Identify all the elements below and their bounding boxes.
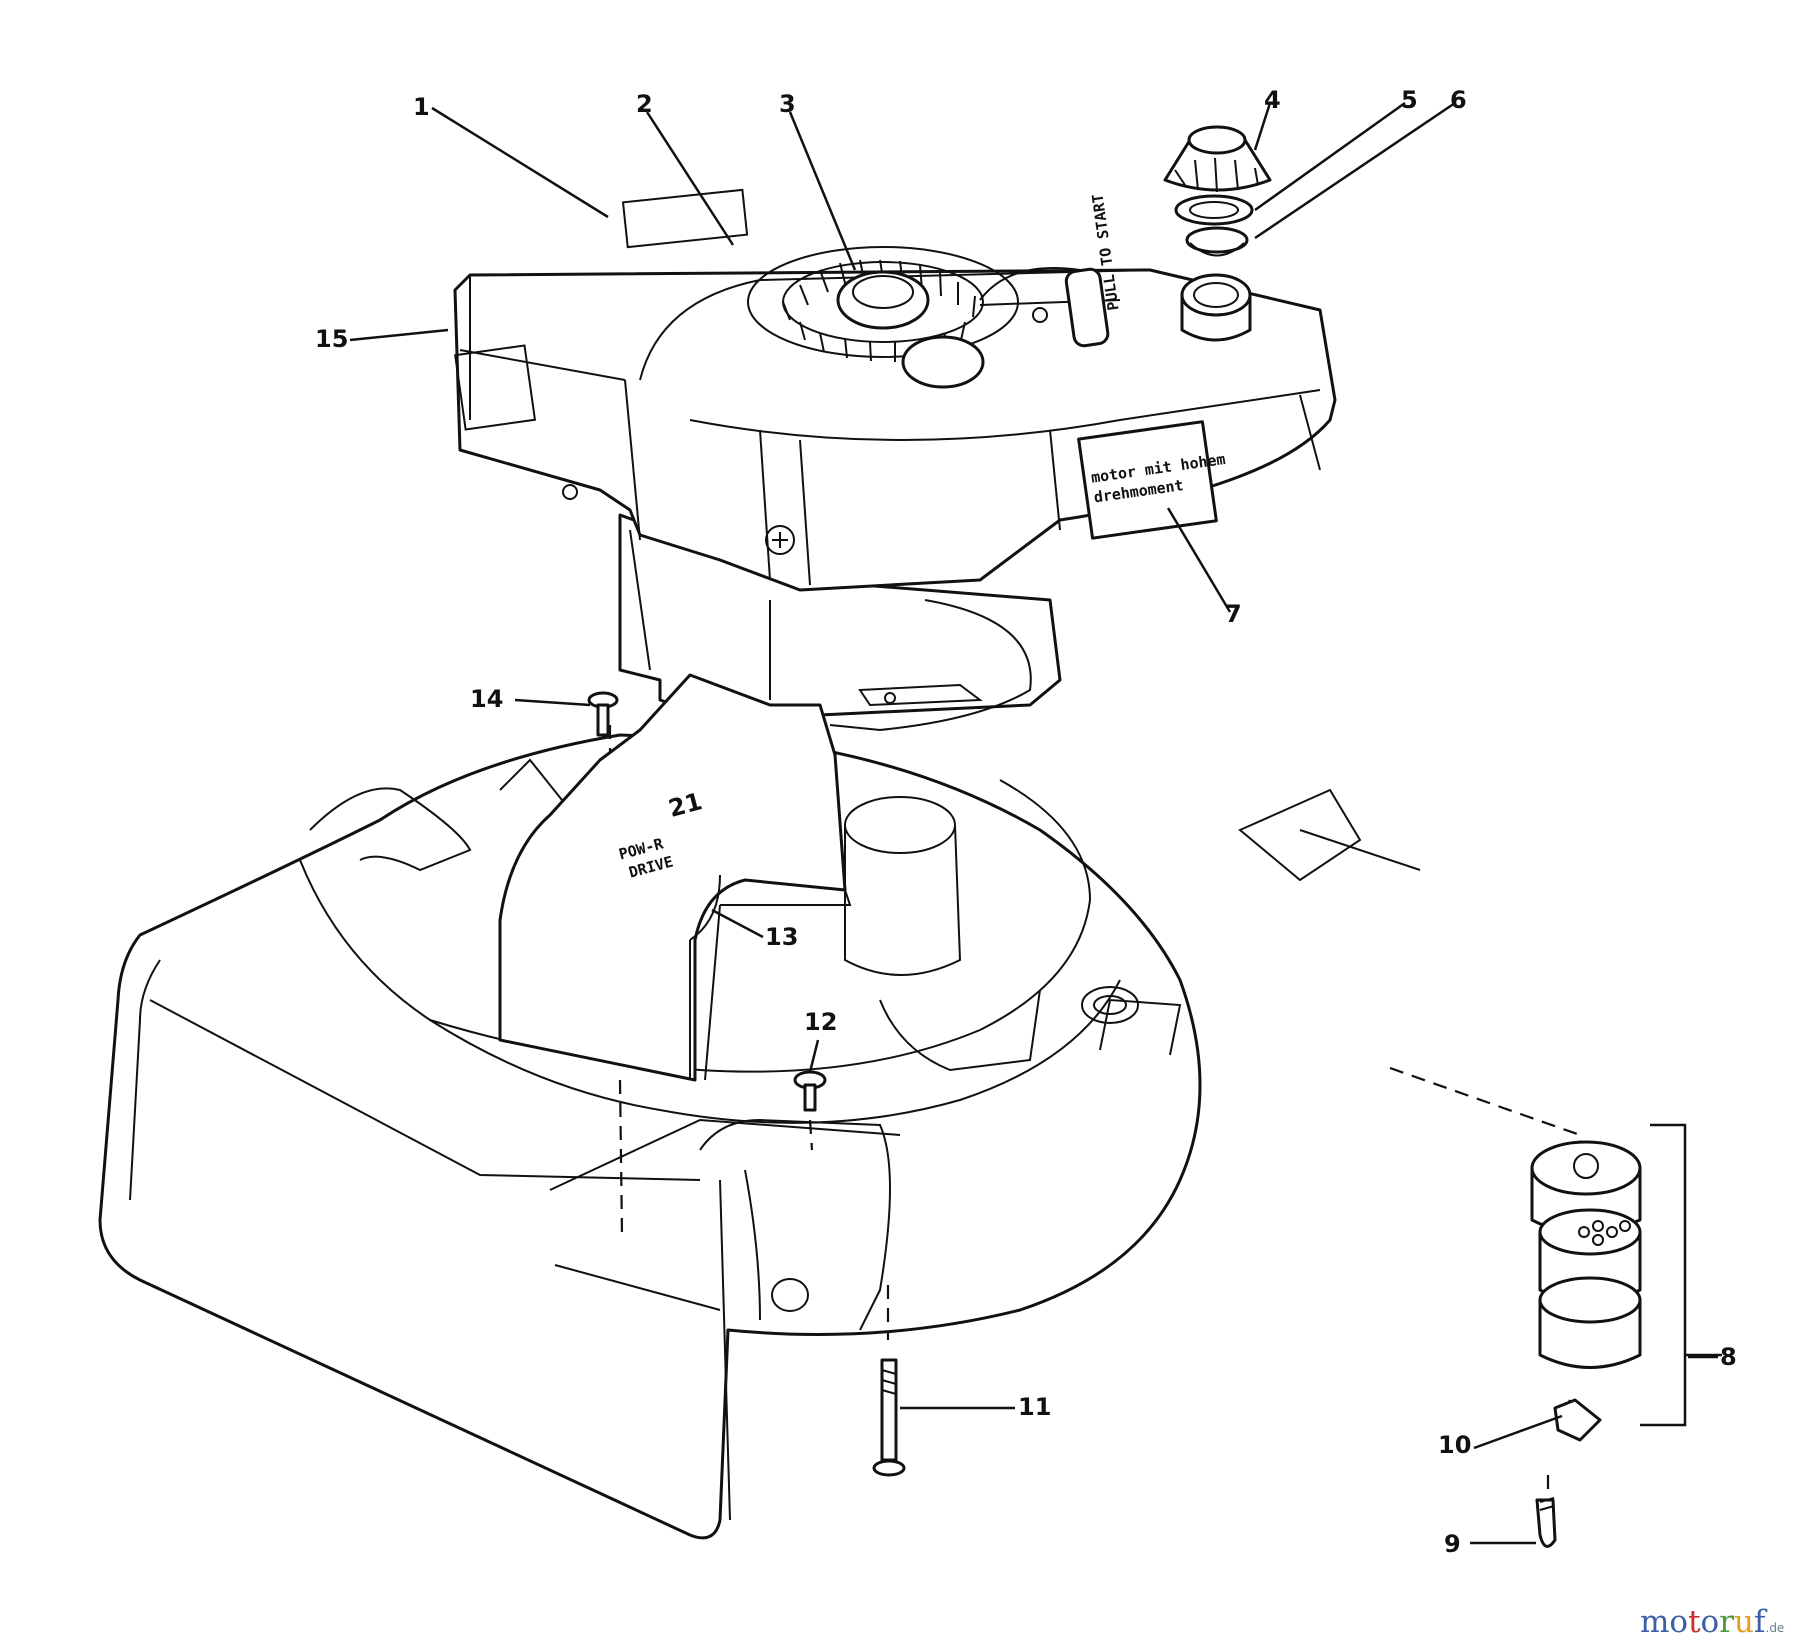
watermark: motoruf.de — [1640, 1604, 1784, 1640]
callout-11: 11 — [1018, 1393, 1051, 1421]
screw-14 — [587, 691, 619, 737]
watermark-suffix: .de — [1766, 1621, 1785, 1635]
callout-3: 3 — [779, 90, 796, 118]
callout-4: 4 — [1264, 86, 1281, 114]
drive-cover — [498, 673, 852, 1082]
gas-cap — [1163, 125, 1272, 193]
callout-12: 12 — [804, 1008, 837, 1036]
adapter-holes — [1578, 1220, 1631, 1246]
cap-gasket — [1174, 194, 1254, 226]
engine-assembly — [453, 188, 1337, 732]
spindle-adapter — [1530, 1123, 1722, 1548]
callout-8: 8 — [1720, 1343, 1737, 1371]
callout-7: 7 — [1225, 600, 1242, 628]
callout-6: 6 — [1450, 86, 1467, 114]
mower-deck — [98, 733, 1421, 1540]
watermark-logo: motoruf.de — [1640, 1604, 1784, 1640]
callout-15: 15 — [315, 325, 348, 353]
callout-9: 9 — [1444, 1530, 1461, 1558]
callout-numbers: 1 2 3 4 5 6 7 8 9 10 11 12 13 14 15 — [315, 86, 1737, 1558]
callout-5: 5 — [1401, 86, 1418, 114]
callout-14: 14 — [470, 685, 503, 713]
callout-leaders — [349, 101, 1718, 1545]
fuel-filter — [1185, 226, 1249, 257]
callout-1: 1 — [413, 93, 430, 121]
bolt-11 — [872, 1358, 906, 1477]
callout-10: 10 — [1438, 1431, 1471, 1459]
callout-13: 13 — [765, 923, 798, 951]
screw-12 — [793, 1070, 827, 1112]
callout-2: 2 — [636, 90, 653, 118]
